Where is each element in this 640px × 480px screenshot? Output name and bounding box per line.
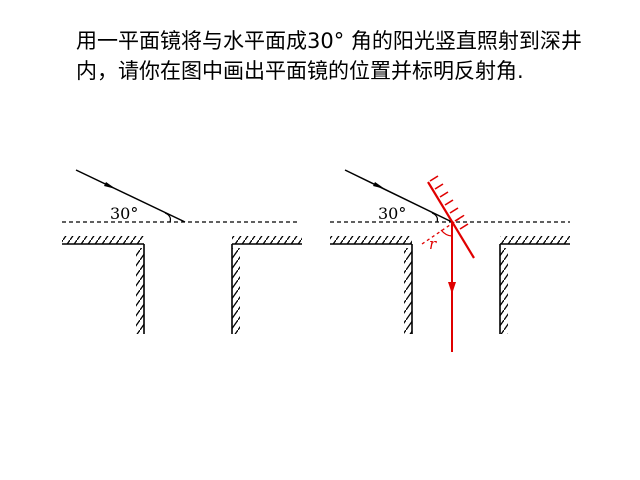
right-fig-right-ground-hatch [500,236,570,244]
left-figure: 30° [62,169,302,334]
left-wall-hatch [136,248,144,334]
mirror-normal [421,213,467,245]
left-ground-hatch [62,236,144,244]
right-ground-hatch [232,236,302,244]
reflection-angle-label: r [429,235,437,253]
right-fig-left-ground-hatch [330,236,412,244]
right-angle-label: 30° [378,204,406,223]
reflection-angle-arc [440,229,453,237]
left-angle-arc [164,212,172,223]
right-fig-left-wall-hatch [404,248,412,334]
right-fig-right-wall-hatch [500,248,508,334]
right-angle-arc [431,212,439,223]
right-wall-hatch [232,248,240,334]
question-text: 用一平面镜将与水平面成30° 角的阳光竖直照射到深井内，请你在图中画出平面镜的位… [76,29,582,83]
left-ray-arrow [104,182,116,189]
left-angle-label: 30° [110,204,138,223]
right-incident-ray [344,169,453,223]
right-ray-arrow [373,182,385,189]
right-figure: 30° r [330,169,570,352]
reflected-ray-arrow [448,282,456,294]
